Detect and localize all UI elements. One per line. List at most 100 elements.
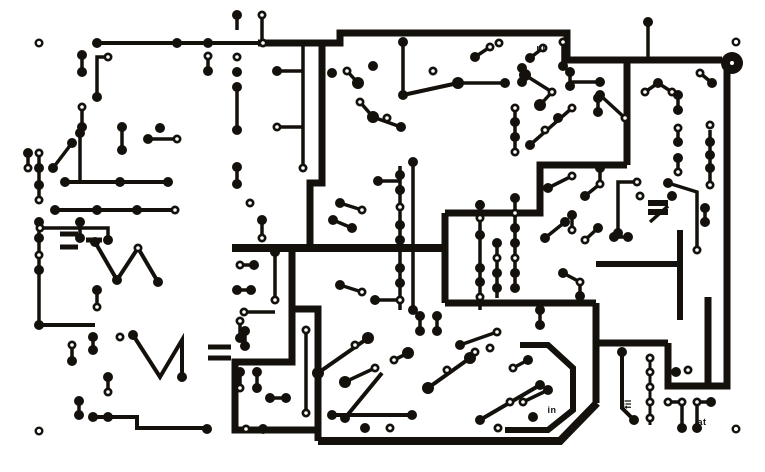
pad-hole bbox=[541, 46, 545, 50]
pad-hole bbox=[638, 194, 642, 198]
pad bbox=[67, 138, 77, 148]
pad-hole bbox=[206, 54, 210, 58]
pad bbox=[510, 268, 520, 278]
pad bbox=[565, 81, 575, 91]
pad bbox=[232, 179, 242, 189]
pad bbox=[673, 105, 683, 115]
pad-hole bbox=[511, 366, 515, 370]
pad bbox=[510, 193, 520, 203]
pad bbox=[653, 78, 663, 88]
pad bbox=[623, 232, 633, 242]
pad-hole bbox=[106, 55, 110, 59]
pad-hole bbox=[345, 69, 349, 73]
pad-hole bbox=[670, 90, 674, 94]
pad-hole bbox=[260, 13, 264, 17]
pad bbox=[580, 191, 590, 201]
pad-hole bbox=[578, 280, 582, 284]
pad bbox=[677, 423, 687, 433]
pad-hole bbox=[431, 69, 435, 73]
pad-hole bbox=[488, 45, 492, 49]
pad bbox=[48, 163, 58, 173]
pad bbox=[475, 277, 485, 287]
pad bbox=[398, 90, 408, 100]
pad bbox=[643, 17, 653, 27]
pad-hole bbox=[488, 346, 492, 350]
pad bbox=[396, 122, 406, 132]
pad-hole bbox=[513, 150, 517, 154]
pad-hole bbox=[497, 41, 501, 45]
pad-hole bbox=[238, 319, 242, 323]
pad-hole bbox=[695, 400, 699, 404]
pad bbox=[415, 311, 425, 321]
pad bbox=[408, 305, 418, 315]
trace bbox=[93, 415, 207, 430]
pad bbox=[422, 382, 434, 394]
pad bbox=[475, 200, 485, 210]
trace bbox=[322, 29, 722, 64]
pad-hole bbox=[273, 298, 277, 302]
pad bbox=[172, 38, 182, 48]
pad bbox=[281, 393, 291, 403]
pad bbox=[558, 268, 568, 278]
pad-hole bbox=[301, 166, 305, 170]
trace bbox=[51, 141, 74, 170]
pad-hole bbox=[513, 256, 517, 260]
pad bbox=[117, 122, 127, 132]
pad bbox=[663, 178, 673, 188]
trace bbox=[616, 180, 637, 233]
pad bbox=[534, 99, 546, 111]
pad bbox=[692, 423, 702, 433]
pad-hole bbox=[398, 298, 402, 302]
pad bbox=[272, 66, 282, 76]
pad bbox=[352, 77, 364, 89]
pad bbox=[492, 238, 502, 248]
pad bbox=[475, 415, 485, 425]
mounting-hole-center bbox=[733, 426, 739, 432]
pad bbox=[667, 191, 677, 201]
pad bbox=[629, 415, 639, 425]
pad bbox=[395, 170, 405, 180]
pad bbox=[395, 263, 405, 273]
pad bbox=[88, 332, 98, 342]
pad-hole bbox=[373, 366, 377, 370]
pad-hole bbox=[360, 208, 364, 212]
pad-hole bbox=[358, 100, 362, 104]
pad bbox=[510, 117, 520, 127]
pad bbox=[246, 285, 256, 295]
pad-hole bbox=[543, 128, 547, 132]
pad bbox=[523, 355, 533, 365]
trace bbox=[316, 336, 370, 375]
trace bbox=[598, 93, 627, 120]
pad bbox=[492, 268, 502, 278]
pad bbox=[408, 157, 418, 167]
pad bbox=[565, 67, 575, 77]
trace bbox=[402, 81, 459, 97]
pad bbox=[395, 235, 405, 245]
pad bbox=[88, 345, 98, 355]
trace bbox=[343, 371, 384, 420]
pad-hole bbox=[623, 116, 627, 120]
pad bbox=[34, 163, 44, 173]
pad bbox=[34, 180, 44, 190]
pad-hole bbox=[648, 385, 652, 389]
pad bbox=[153, 277, 163, 287]
pad bbox=[60, 177, 70, 187]
pad-hole bbox=[136, 246, 140, 250]
trace bbox=[505, 388, 576, 433]
pad bbox=[203, 66, 213, 76]
pad-hole bbox=[495, 330, 499, 334]
pad bbox=[103, 372, 113, 382]
pad bbox=[543, 183, 553, 193]
pad bbox=[475, 263, 485, 273]
pad-hole bbox=[521, 400, 525, 404]
pad-hole bbox=[698, 71, 702, 75]
pad bbox=[373, 176, 383, 186]
pad bbox=[240, 341, 250, 351]
pad bbox=[77, 67, 87, 77]
pad bbox=[312, 367, 324, 379]
pad bbox=[398, 37, 408, 47]
pad bbox=[202, 424, 212, 434]
pad bbox=[535, 380, 545, 390]
pad bbox=[270, 247, 280, 257]
